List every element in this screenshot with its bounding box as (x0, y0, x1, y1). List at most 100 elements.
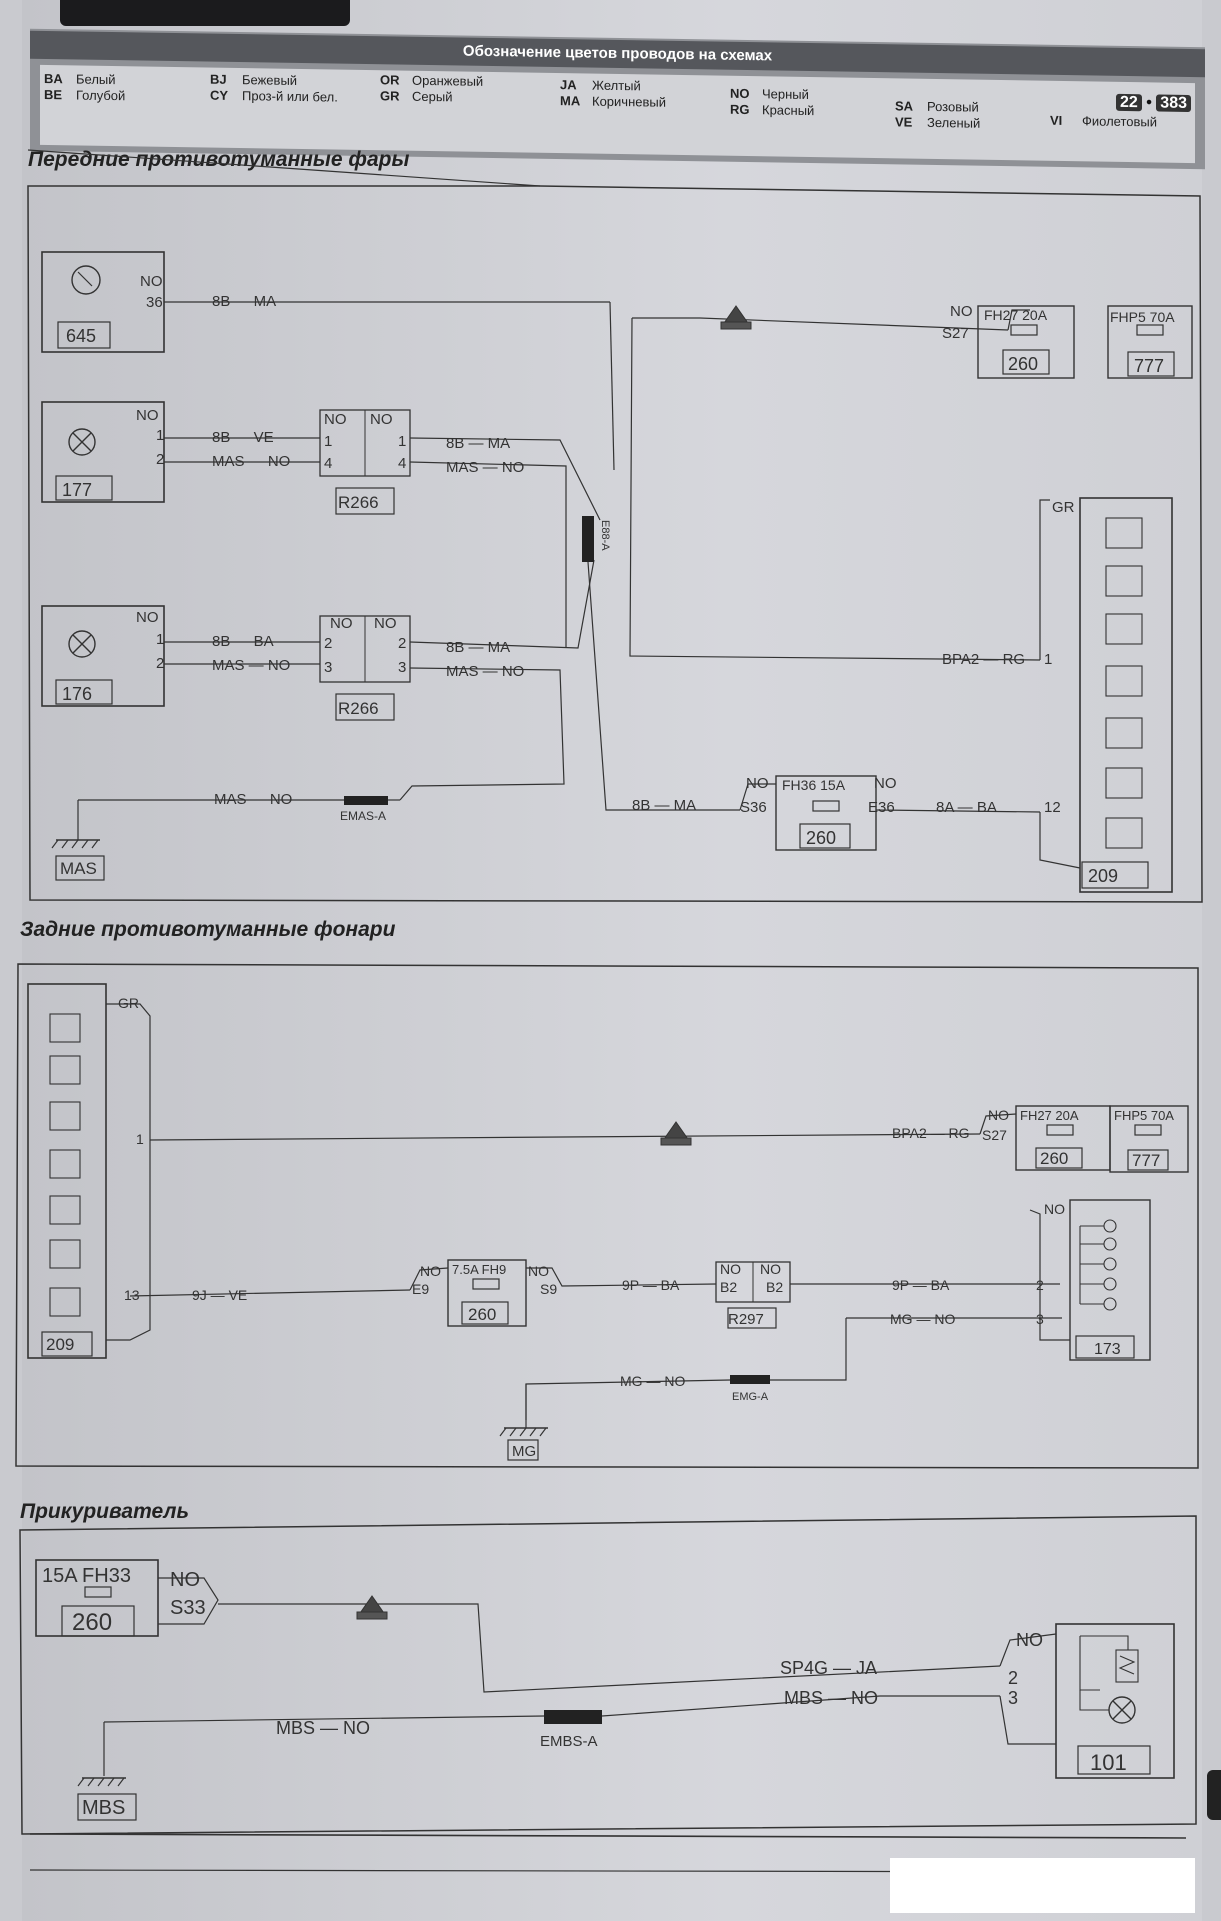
connector-176 (41, 605, 165, 707)
svg-text:3: 3 (398, 659, 406, 676)
svg-text:101: 101 (1090, 1750, 1127, 1775)
svg-text:NO: NO (374, 615, 397, 632)
svg-text:260: 260 (806, 828, 836, 848)
svg-text:8B — MA: 8B — MA (446, 435, 510, 452)
manufacturer-logo-icon (356, 1595, 388, 1620)
hazard-icon (1105, 517, 1143, 549)
manual-page (22, 0, 1202, 1921)
svg-text:1: 1 (156, 427, 164, 444)
svg-text:1: 1 (156, 631, 164, 648)
svg-text:8B — MA: 8B — MA (212, 293, 276, 310)
svg-text:S27: S27 (942, 325, 969, 342)
svg-text:260: 260 (1008, 354, 1038, 374)
svg-text:MBS: MBS (82, 1797, 125, 1819)
front-fog-icon (49, 1195, 81, 1225)
svg-text:209: 209 (1088, 866, 1118, 886)
svg-text:EMAS-A: EMAS-A (340, 809, 386, 823)
svg-text:SP4G — JA: SP4G — JA (780, 1658, 877, 1678)
svg-text:MAS — NO: MAS — NO (446, 459, 524, 476)
svg-text:FH27 20A: FH27 20A (984, 307, 1048, 323)
section-title-lighter: Прикуриватель (20, 1500, 189, 1523)
svg-text:MG: MG (512, 1443, 536, 1460)
svg-text:4: 4 (324, 455, 332, 472)
svg-text:209: 209 (46, 1335, 74, 1354)
connector-173 (1069, 1199, 1151, 1361)
svg-text:8B — MA: 8B — MA (632, 797, 696, 814)
svg-text:173: 173 (1094, 1341, 1121, 1358)
svg-text:R266: R266 (338, 699, 379, 718)
binder-clip (60, 0, 350, 26)
svg-text:1: 1 (136, 1131, 144, 1147)
headlight-icon (49, 1101, 81, 1131)
svg-text:260: 260 (468, 1305, 496, 1324)
svg-text:NO: NO (1016, 1630, 1043, 1650)
svg-text:177: 177 (62, 480, 92, 500)
svg-text:MBS — NO: MBS — NO (276, 1718, 370, 1738)
svg-text:B2: B2 (766, 1279, 783, 1295)
svg-text:BPA2 — RG: BPA2 — RG (942, 651, 1025, 668)
svg-text:NO: NO (528, 1263, 549, 1279)
rear-fog-icon (49, 1239, 81, 1269)
light-icon (49, 1055, 81, 1085)
connector-101 (1055, 1623, 1175, 1779)
svg-text:MG — NO: MG — NO (620, 1373, 685, 1389)
svg-text:NO: NO (720, 1261, 741, 1277)
svg-text:FH36 15A: FH36 15A (782, 777, 846, 793)
manufacturer-logo-icon (720, 305, 752, 330)
svg-text:176: 176 (62, 684, 92, 704)
diagram-rear-fog (15, 963, 1199, 1469)
svg-text:3: 3 (324, 659, 332, 676)
rear-fog-icon (1105, 767, 1143, 799)
lighter-element-icon (1079, 1635, 1139, 1691)
svg-text:NO: NO (136, 609, 159, 626)
svg-text:NO: NO (950, 303, 973, 320)
svg-text:12: 12 (1044, 799, 1061, 816)
connector-209 (1079, 497, 1173, 893)
splice-embs (544, 1710, 602, 1724)
svg-text:2: 2 (1036, 1277, 1044, 1293)
light-icon (1105, 565, 1143, 597)
svg-text:FH27 20A: FH27 20A (1020, 1108, 1079, 1123)
svg-text:3: 3 (1036, 1311, 1044, 1327)
svg-text:NO: NO (760, 1261, 781, 1277)
svg-text:NO: NO (330, 615, 353, 632)
svg-text:NO: NO (170, 1569, 200, 1591)
svg-text:NO: NO (746, 775, 769, 792)
splice-emg (730, 1375, 770, 1384)
connector-209 (27, 983, 107, 1359)
lamp-cluster (1079, 1219, 1117, 1311)
svg-text:8B — BA: 8B — BA (212, 633, 274, 650)
section-tab (1207, 1770, 1221, 1820)
svg-text:E88-A: E88-A (599, 520, 611, 551)
section-title-rear-fog: Задние противотуманные фонари (20, 918, 396, 941)
svg-text:9P — BA: 9P — BA (622, 1277, 680, 1293)
splice-e88a (582, 516, 594, 562)
redaction-box (890, 1858, 1195, 1913)
svg-text:MAS — NO: MAS — NO (446, 663, 524, 680)
low-beam-icon (1105, 665, 1143, 697)
svg-text:8B — MA: 8B — MA (446, 639, 510, 656)
svg-text:BPA2 — RG: BPA2 — RG (892, 1125, 970, 1141)
svg-text:MG — NO: MG — NO (890, 1311, 955, 1327)
svg-text:S9: S9 (540, 1281, 557, 1297)
svg-text:NO: NO (420, 1263, 441, 1279)
svg-text:2: 2 (1008, 1668, 1018, 1688)
svg-text:EMG-A: EMG-A (732, 1391, 769, 1403)
fuse-box-777 (1107, 305, 1193, 379)
svg-text:EMBS-A: EMBS-A (540, 1733, 598, 1750)
svg-text:NO: NO (136, 407, 159, 424)
svg-text:E36: E36 (868, 799, 895, 816)
horn-icon (49, 1287, 81, 1317)
svg-text:B2: B2 (720, 1279, 737, 1295)
low-beam-icon (49, 1149, 81, 1179)
switch-symbols (49, 1013, 81, 1317)
diagram-lighter (19, 1515, 1197, 1873)
svg-text:S27: S27 (982, 1127, 1007, 1143)
svg-text:S33: S33 (170, 1597, 206, 1619)
svg-text:9P — BA: 9P — BA (892, 1277, 950, 1293)
svg-text:R266: R266 (338, 493, 379, 512)
diagram-lighter-labels: 15A FH33 260 NO S33 SP4G — JA MBS — NO 2… (42, 1565, 1127, 1819)
svg-text:777: 777 (1134, 356, 1164, 376)
svg-text:NO: NO (370, 411, 393, 428)
